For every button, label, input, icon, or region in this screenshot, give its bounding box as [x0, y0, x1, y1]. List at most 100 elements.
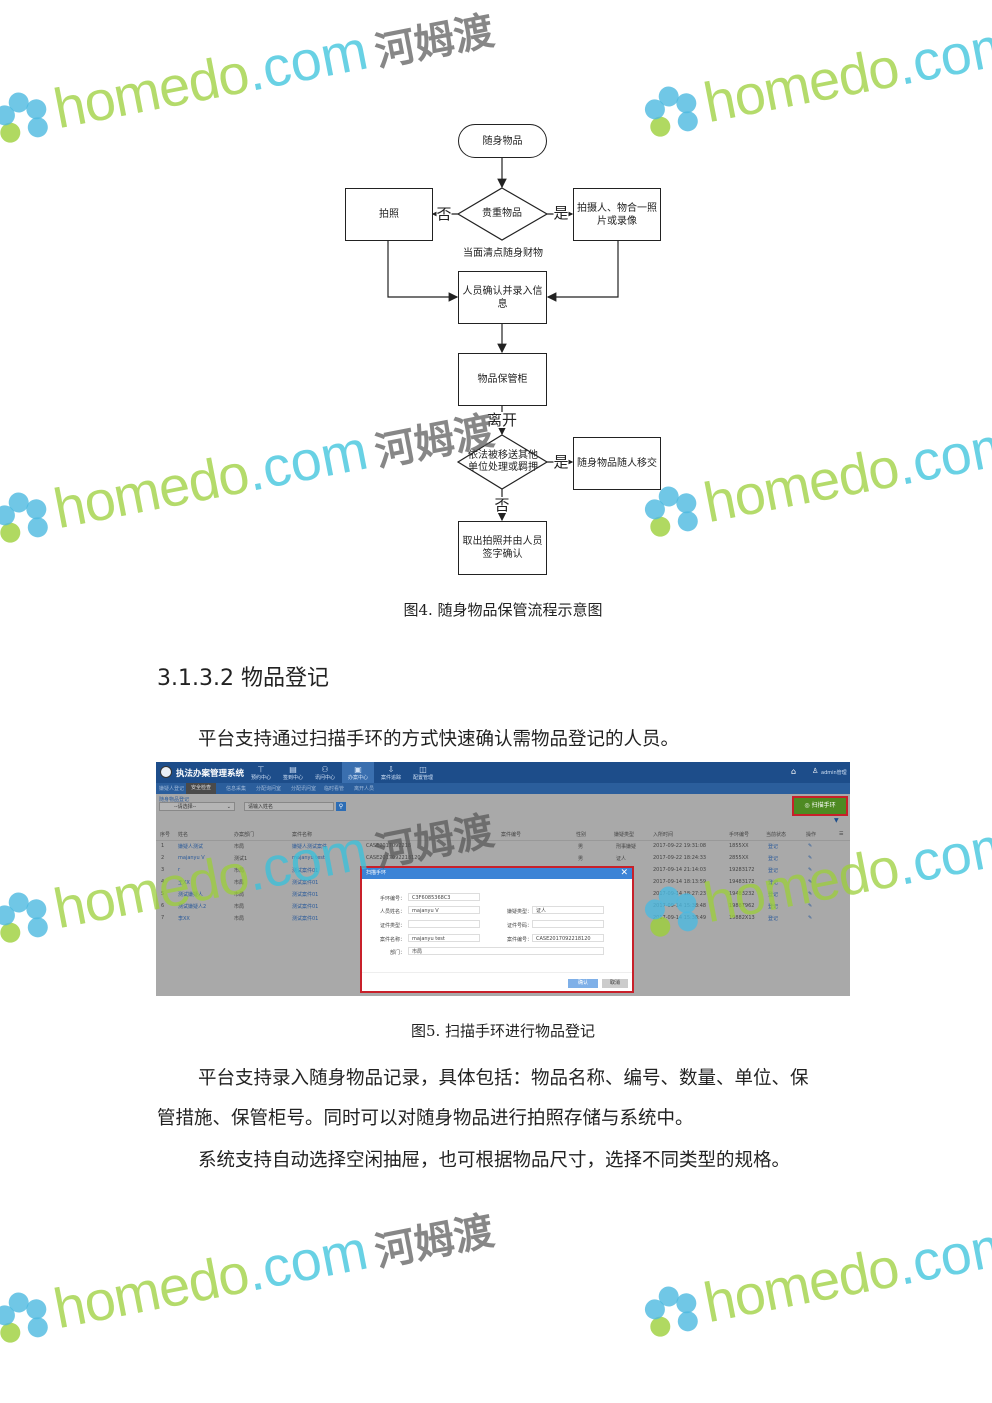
cell-status[interactable]: 登记	[768, 904, 779, 910]
cell-type: 刑事嫌疑	[616, 844, 637, 850]
flower-logo-icon	[0, 887, 55, 953]
yes-label-2: 是	[553, 453, 569, 471]
figure-caption-5: 图5. 扫描手环进行物品登记	[410, 1022, 596, 1040]
filter-select[interactable]: --请选择--⌄	[159, 802, 235, 811]
cell-no: 5	[161, 891, 165, 897]
cell-name[interactable]: 测试嫌疑人2	[178, 904, 207, 910]
yes-label: 是	[553, 204, 569, 222]
flow-note: 当面清点随身财物	[463, 248, 543, 259]
clipboard-icon: ▤	[289, 765, 297, 774]
user-icon[interactable]: ♙	[812, 767, 819, 775]
cell-status[interactable]: 登记	[768, 856, 779, 862]
cell-status[interactable]: 登记	[768, 880, 779, 886]
homedo-watermark: homedo.com河姆渡	[0, 1192, 498, 1353]
cell-name[interactable]: 测试嫌疑人	[178, 892, 204, 898]
subnav-item-active[interactable]: 安全检查	[186, 783, 217, 794]
nav-appointment[interactable]: ⊤预约中心	[248, 765, 274, 781]
cell-time: 2017-09-14 15:38:48	[653, 903, 707, 909]
suspect-type-field[interactable]: 证人	[532, 906, 604, 914]
id-type-field[interactable]	[408, 920, 480, 928]
cell-case_no: CASE2017092218	[366, 843, 412, 849]
edit-icon[interactable]: ✎	[808, 891, 813, 897]
cell-name[interactable]: 王XX	[178, 880, 190, 886]
decision1-text: 贵重物品	[482, 208, 522, 219]
cell-status[interactable]: 登记	[768, 868, 779, 874]
cell-sex: 男	[578, 856, 584, 862]
subnav-item[interactable]: 嫌疑人登记	[159, 786, 185, 792]
desktop-icon: ▣	[354, 765, 362, 774]
cell-case[interactable]: 测试案件01	[292, 880, 319, 886]
cell-case[interactable]: majanyu test	[292, 855, 325, 861]
decision2-text: 依法被移送其他单位处理或羁押	[468, 450, 538, 473]
wristband-icon: ◎	[804, 802, 812, 809]
cell-name[interactable]: 李XX	[178, 916, 190, 922]
cell-case[interactable]: 测试案件01	[292, 868, 319, 874]
figure-caption-4: 图4. 随身物品保管流程示意图	[403, 601, 603, 619]
search-input[interactable]: 请输入姓名	[244, 802, 334, 811]
user-name[interactable]: admin管理	[821, 770, 847, 776]
cell-band: 1855XX	[729, 843, 749, 849]
filter-icon[interactable]: ▼	[834, 817, 839, 824]
subnav-item[interactable]: 分配讯问室	[291, 786, 317, 792]
edit-icon[interactable]: ✎	[808, 867, 813, 873]
app-topbar: 执法办案管理系统 ⊤预约中心 ▤签到中心 ⚇讯问中心 ▣办案中心 ⇩案件追踪 ◫…	[156, 762, 850, 783]
subnav-item[interactable]: 临时看管	[324, 786, 345, 792]
cell-dept: 市局	[234, 904, 245, 910]
flow-confirm: 人员确认并录入信息	[458, 271, 547, 324]
person-name-field[interactable]: majanyu V	[408, 906, 480, 914]
cell-time: 2017-09-14 15:38:49	[653, 915, 707, 921]
cell-case[interactable]: 测试案件01	[292, 892, 319, 898]
edit-icon[interactable]: ✎	[808, 903, 813, 909]
cell-sex: 男	[578, 844, 584, 850]
decision-valuables	[456, 187, 549, 241]
nav-tracking[interactable]: ⇩案件追踪	[378, 765, 404, 781]
cancel-button[interactable]: 取消	[602, 979, 628, 988]
band-number-field[interactable]: C3F6085368C3	[408, 893, 480, 901]
edit-icon[interactable]: ✎	[808, 855, 813, 861]
search-button[interactable]: ⚲	[336, 802, 346, 811]
nav-config[interactable]: ◫配置管理	[410, 765, 436, 781]
edit-icon[interactable]: ✎	[808, 879, 813, 885]
nav-signin[interactable]: ▤签到中心	[280, 765, 306, 781]
confirm-button[interactable]: 确认	[568, 979, 598, 988]
cell-name[interactable]: r	[178, 867, 181, 873]
homedo-watermark: homedo.com	[638, 1211, 992, 1347]
cell-time: 2017-09-22 18:24:33	[653, 855, 707, 861]
cell-dept: 市局	[234, 916, 245, 922]
scan-wristband-button[interactable]: ◎ 扫描手环	[792, 796, 848, 816]
nav-interrogation[interactable]: ⚇讯问中心	[312, 765, 338, 781]
cell-case[interactable]: 测试案件01	[292, 904, 319, 910]
case-number-field[interactable]: CASE2017092218120	[532, 934, 604, 942]
subnav-item[interactable]: 离开人员	[354, 786, 375, 792]
flow-sign: 取出拍照并由人员签字确认	[458, 521, 547, 575]
nav-case-center[interactable]: ▣办案中心	[342, 762, 374, 783]
id-number-field[interactable]	[532, 920, 604, 928]
download-icon: ⇩	[387, 765, 395, 774]
cell-status[interactable]: 登记	[768, 916, 779, 922]
edit-icon[interactable]: ✎	[808, 915, 813, 921]
paragraph-1: 平台支持通过扫描手环的方式快速确认需物品登记的人员。	[198, 729, 680, 750]
department-field[interactable]: 市局	[408, 947, 604, 955]
cell-case[interactable]: 嫌疑人测试案件	[292, 844, 328, 850]
subnav-item[interactable]: 分配询问室	[256, 786, 282, 792]
cell-name[interactable]: 嫌疑人测试	[178, 844, 204, 850]
cell-status[interactable]: 登记	[768, 892, 779, 898]
close-icon[interactable]: ✕	[620, 868, 628, 878]
paragraph-2-line-2: 管措施、保管柜号。同时可以对随身物品进行拍照存储与系统中。	[157, 1108, 694, 1129]
cell-case[interactable]: 测试案件01	[292, 916, 319, 922]
case-name-field[interactable]: majanyu test	[408, 934, 480, 942]
cell-time: 2017-09-14 21:14:03	[653, 867, 707, 873]
edit-icon[interactable]: ✎	[808, 843, 813, 849]
cell-band: 19283172	[729, 867, 755, 873]
home-icon[interactable]: ⌂	[791, 767, 797, 776]
cell-status[interactable]: 登记	[768, 844, 779, 850]
subnav-item[interactable]: 信息采集	[226, 786, 247, 792]
cell-name[interactable]: majanyu V	[178, 855, 205, 861]
app-title: 执法办案管理系统	[176, 769, 245, 779]
flow-locker: 物品保管柜	[458, 353, 547, 406]
cell-dept: 市局	[234, 844, 245, 850]
